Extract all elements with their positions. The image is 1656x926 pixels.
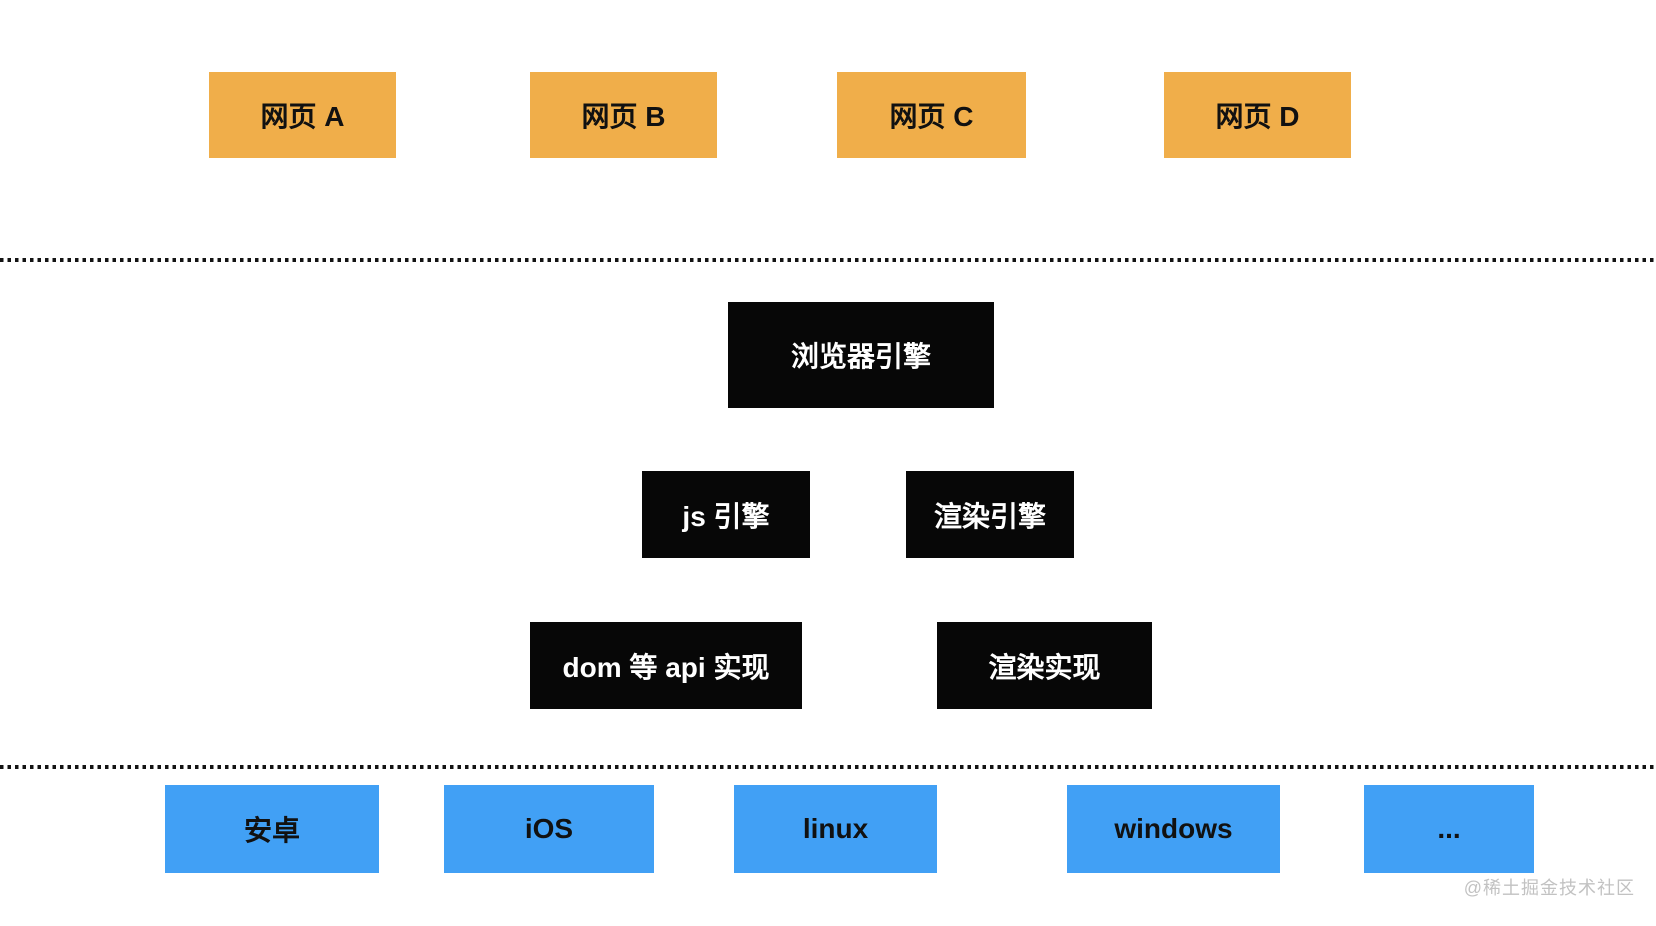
platform-android-box: 安卓 [165,785,379,873]
platform-linux-box: linux [734,785,937,873]
dom-api-implementation-box: dom 等 api 实现 [530,622,802,709]
render-implementation-box: 渲染实现 [937,622,1152,709]
separator-dotted-line-bottom [0,765,1656,769]
js-engine-box: js 引擎 [642,471,810,558]
webpage-b-box: 网页 B [530,72,717,158]
platform-ios-box: iOS [444,785,654,873]
webpage-c-box: 网页 C [837,72,1026,158]
separator-dotted-line-top [0,258,1656,262]
render-engine-box: 渲染引擎 [906,471,1074,558]
browser-engine-box: 浏览器引擎 [728,302,994,408]
webpage-d-box: 网页 D [1164,72,1351,158]
webpage-a-box: 网页 A [209,72,396,158]
platform-windows-box: windows [1067,785,1280,873]
watermark-text: @稀土掘金技术社区 [1463,878,1635,898]
platform-more-box: ... [1364,785,1534,873]
